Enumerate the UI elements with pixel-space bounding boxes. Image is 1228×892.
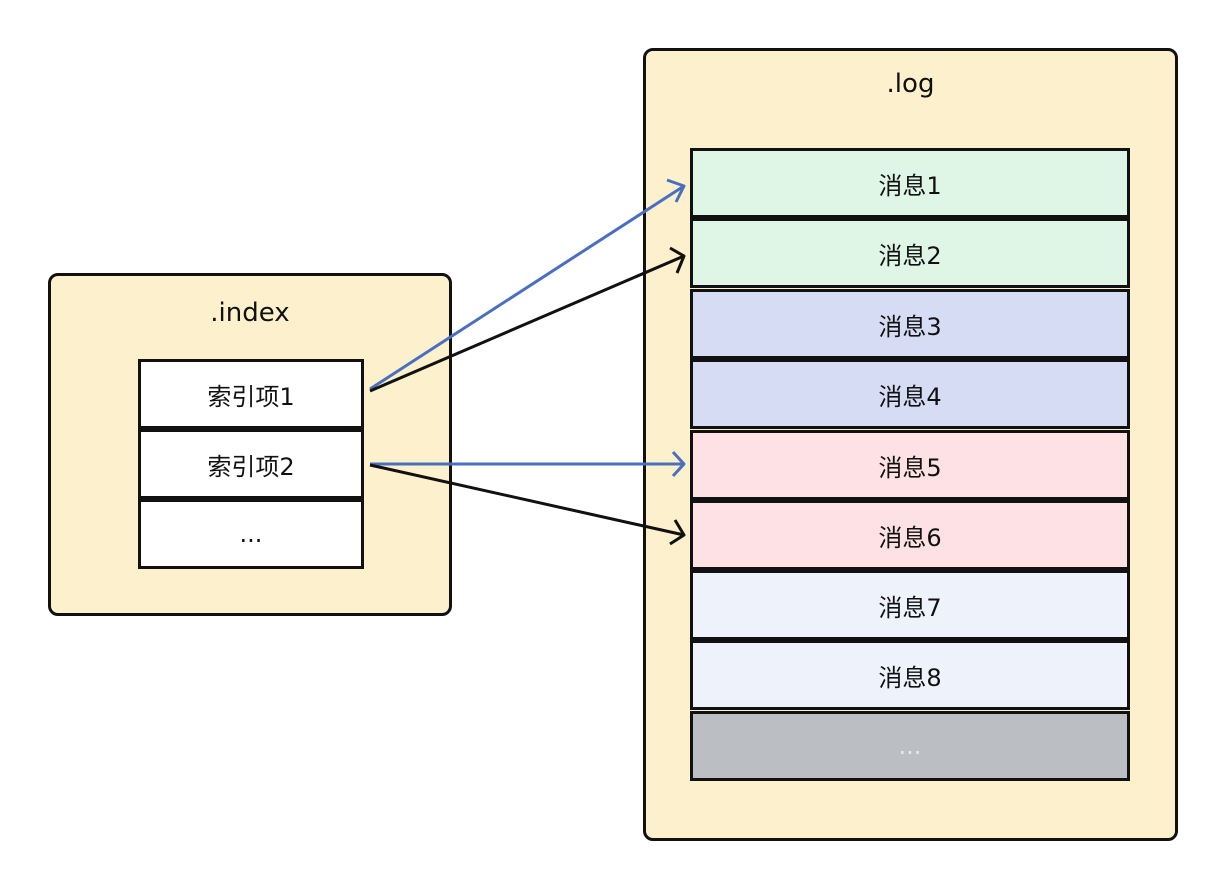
index-file-title: .index: [210, 298, 290, 328]
log-message-4: 消息4: [690, 359, 1130, 429]
log-message-8: 消息8: [690, 640, 1130, 710]
log-message-ellipsis: ...: [690, 711, 1130, 781]
index-entry-1: 索引项1: [138, 359, 364, 429]
log-message-5: 消息5: [690, 430, 1130, 500]
log-message-7: 消息7: [690, 570, 1130, 640]
log-message-6: 消息6: [690, 500, 1130, 570]
index-entry-ellipsis: ...: [138, 499, 364, 569]
log-message-2: 消息2: [690, 218, 1130, 288]
log-message-3: 消息3: [690, 289, 1130, 359]
log-message-1: 消息1: [690, 148, 1130, 218]
log-file-title: .log: [886, 69, 935, 99]
index-entry-2: 索引项2: [138, 429, 364, 499]
